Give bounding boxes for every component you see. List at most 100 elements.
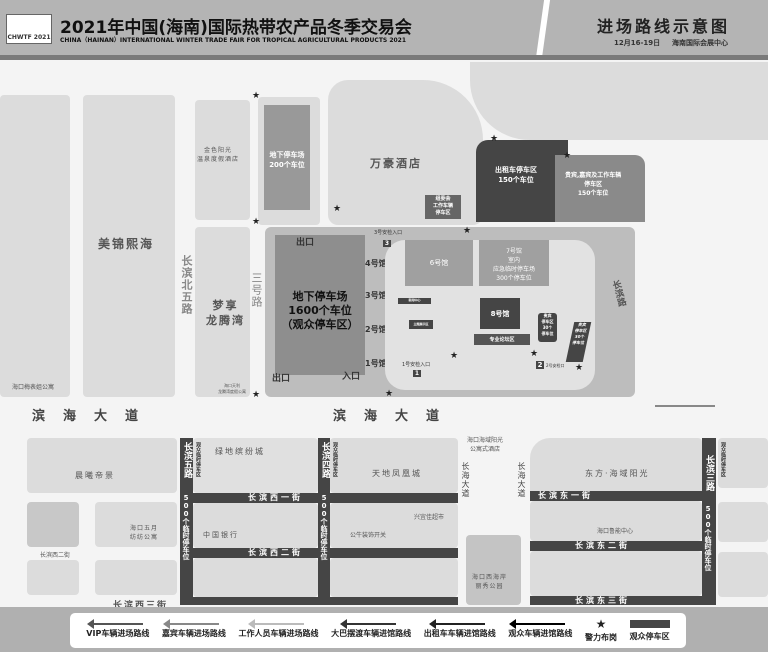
street-east2: 长滨东二街 (530, 541, 702, 551)
arrow-left-icon (509, 618, 566, 629)
arrow-left-icon (162, 618, 219, 629)
police-star-icon: ★ (252, 390, 261, 400)
main-show: 主题展示区 (409, 320, 433, 329)
changhai-road-west: 长海大道 (461, 462, 470, 498)
block-sw1 (27, 560, 79, 595)
gate3-number: 3 (383, 240, 391, 247)
street-east1: 长滨东一街 (530, 491, 702, 501)
tiandi-label: 天地凤凰城 (372, 469, 422, 478)
street-east3: 长滨东三街 (530, 596, 716, 605)
legend-label: 观众车辆进馆路线 (508, 628, 573, 638)
dongfang-label: 东方·海域阳光 (585, 469, 650, 478)
legend-label: VIP车辆进场路线 (86, 628, 150, 638)
sanhao-road: 三号路 (250, 272, 263, 308)
police-star-icon: ★ (252, 91, 261, 101)
fair-title: 2021年中国(海南)国际热带农产品冬季交易会 (60, 18, 412, 38)
legend-bus: 大巴摆渡车辆进馆路线 (331, 618, 412, 639)
changbin-4-road (318, 438, 330, 598)
road4-label: 长滨四路 (320, 442, 330, 478)
header-bar (0, 55, 768, 60)
police-star-icon: ★ (575, 363, 584, 373)
lvdi-label: 绿地缤纷城 (215, 447, 265, 456)
legend-parking: 观众停车区 (629, 619, 670, 642)
parking-200: 地下停车场 200个车位 (264, 105, 310, 210)
legend-taxi: 出租车车辆进馆路线 (423, 618, 496, 639)
exit-bottom: 出口 (272, 374, 291, 384)
route-arrows (655, 405, 715, 407)
block-tiandi (330, 438, 458, 493)
binhai-road-east: 滨海大道 (333, 409, 458, 424)
map-title: 进场路线示意图 (597, 17, 731, 36)
block-dongfang (530, 438, 702, 491)
arrow-left-icon (340, 618, 397, 629)
police-star-icon: ★ (385, 389, 394, 399)
police-star-icon: ★ (563, 151, 572, 161)
block-top-right (470, 62, 768, 140)
wanhao-label: 万豪酒店 (370, 157, 422, 170)
legend-label: 嘉宾车辆进场路线 (161, 628, 226, 638)
chenyi-label: 晨曦帝景 (75, 471, 115, 480)
hall1: 1号馆 (365, 359, 387, 368)
legend-label: 出租车车辆进馆路线 (423, 628, 496, 638)
block-left-edge (0, 95, 70, 397)
entrance: 入口 (342, 372, 361, 382)
road3-temp: 500个临时停车位 (704, 505, 712, 571)
parking-1600 (275, 235, 365, 375)
divider (535, 0, 551, 58)
block-luneng (530, 501, 702, 541)
binhai-road-west: 滨海大道 (32, 409, 157, 424)
legend-label: 大巴摆渡车辆进馆路线 (331, 628, 412, 638)
legend-label: 工作人员车辆进场路线 (238, 628, 319, 638)
vip-label: 贵宾,嘉宾及工作车辆 停车区 150个车位 (565, 172, 622, 197)
changbin-north5-road: 长滨北五路 (180, 255, 193, 315)
legend: VIP车辆进场路线 嘉宾车辆进场路线 工作人员车辆进场路线 大巴摆渡车辆进馆路线… (70, 613, 686, 648)
west2-small: 长滨西二街 (40, 552, 71, 559)
gate3-label: 3号安检入口 (374, 230, 403, 236)
gongniu-label: 公牛装饰开关 (350, 532, 387, 539)
staff-parking: 组委会 工作车辆 停车区 (425, 195, 461, 219)
block-xingyi (330, 503, 458, 548)
longteng-label: 海口天利 龙腾湾度假公寓 (218, 383, 246, 394)
police-star-icon: ★ (450, 351, 459, 361)
legend-staff: 工作人员车辆进场路线 (238, 618, 319, 639)
temp-zone-3: 观众临时停车区 (720, 442, 726, 477)
temp-zone-5: 观众临时停车区 (195, 442, 201, 477)
venue: 海南国际会展中心 (672, 39, 728, 47)
header: CHWTF 2021 2021年中国(海南)国际热带农产品冬季交易会 CHINA… (0, 0, 768, 58)
legend-audience: 观众车辆进馆路线 (508, 618, 573, 639)
parking-box-icon (629, 619, 670, 628)
arrow-left-icon (86, 618, 143, 629)
gate1-label: 1号安检入口 (402, 362, 431, 368)
meijin-label: 美锦熙海 (98, 237, 155, 251)
legend-label: 观众停车区 (629, 631, 670, 641)
wuyue-label: 海口五月 纺纺公寓 (130, 525, 159, 541)
taxi-label: 出租车停车区 150个车位 (495, 166, 537, 184)
police-star-icon: ★ (530, 349, 539, 359)
parking-1600-label: 地下停车场 1600个车位 （观众停车区） (281, 290, 359, 331)
legend-police: ★警力布岗 (584, 618, 617, 643)
police-star-icon: ★ (333, 204, 342, 214)
changhai-road-east: 长海大道 (517, 462, 526, 498)
hall2: 2号馆 (365, 325, 387, 334)
legend-vip: VIP车辆进场路线 (86, 618, 150, 639)
hall3: 3号馆 (365, 291, 387, 300)
boc-label: 中国银行 (203, 531, 239, 539)
legend-guest: 嘉宾车辆进场路线 (161, 618, 226, 639)
legend-label: 警力布岗 (584, 632, 617, 642)
exit-top: 出口 (296, 238, 315, 248)
dates: 12月16-19日 (614, 39, 661, 47)
forum: 专业论坛区 (474, 334, 530, 345)
block-s2 (330, 558, 458, 597)
block-far-east3 (718, 552, 768, 597)
block-sw2 (95, 560, 177, 595)
block-meijin (83, 95, 175, 397)
hall8: 8号馆 (480, 298, 520, 329)
gate2-label: 2号安检口 (546, 363, 565, 368)
block-s3 (530, 551, 702, 596)
meibiao-label: 海口梅表姐公寓 (12, 384, 55, 391)
block-far-east (718, 438, 768, 488)
block-green (27, 502, 79, 547)
guest-parking: 贵宾 停车区 30个 停车位 (538, 313, 557, 342)
changbin-5-road (180, 438, 193, 605)
vip-parking (555, 155, 645, 222)
